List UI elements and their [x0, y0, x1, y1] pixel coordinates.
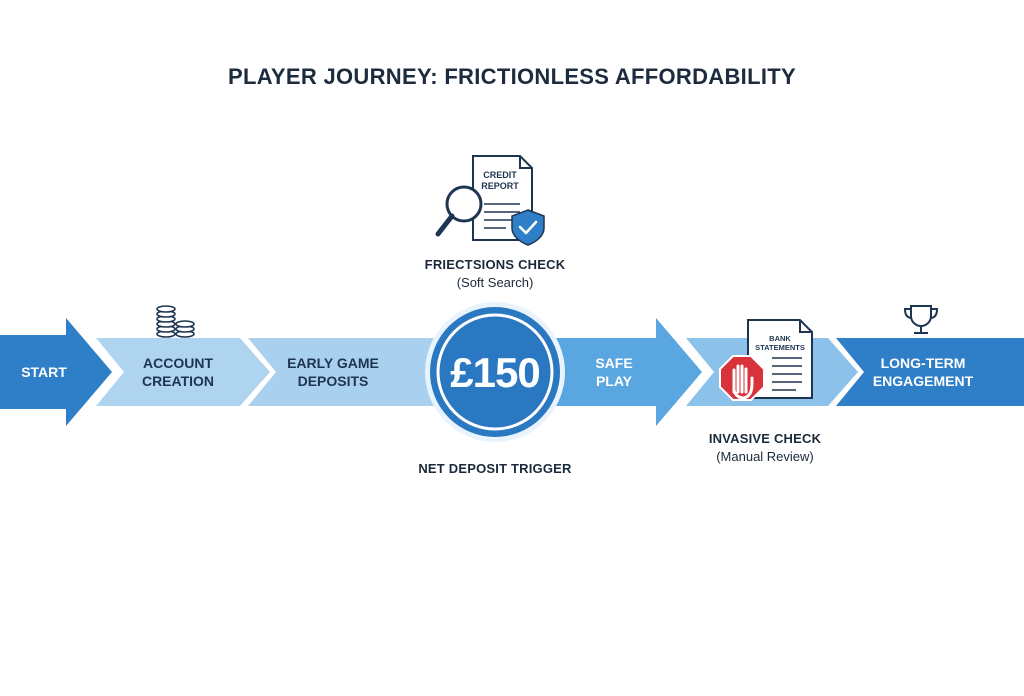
stop-hand-icon: [719, 355, 765, 401]
arrow-safe-play: [548, 318, 702, 426]
invasive-check-title: INVASIVE CHECK: [708, 431, 822, 446]
arrow-start: [0, 318, 112, 426]
stage-early-line2: DEPOSITS: [297, 373, 369, 389]
coins-stack-icon: [156, 305, 195, 338]
arrow-early-deposits: [248, 338, 440, 406]
stage-label-long-term: LONG-TERM ENGAGEMENT: [868, 354, 978, 390]
stage-label-early-deposits: EARLY GAME DEPOSITS: [278, 354, 388, 390]
trigger-amount: £150: [450, 349, 540, 396]
stage-safe-line2: PLAY: [595, 373, 633, 389]
credit-report-line2: REPORT: [481, 181, 519, 191]
stage-early-line1: EARLY GAME: [287, 355, 379, 371]
stage-safe-line1: SAFE: [595, 355, 633, 371]
arrow-long-term: [836, 338, 1024, 406]
stage-label-account-creation: ACCOUNT CREATION: [128, 354, 228, 390]
invasive-check-subtitle: (Manual Review): [716, 449, 814, 464]
soft-check-title: FRIECTSIONS CHECK: [424, 257, 566, 272]
stage-label-safe-play: SAFE PLAY: [584, 354, 644, 390]
invasive-check-caption: INVASIVE CHECK (Manual Review): [680, 430, 850, 466]
trophy-icon: [903, 305, 939, 334]
stage-account-line1: ACCOUNT: [143, 355, 213, 371]
soft-check-caption: FRIECTSIONS CHECK (Soft Search): [400, 256, 590, 292]
shield-check-icon: [511, 209, 545, 246]
trigger-caption: NET DEPOSIT TRIGGER: [390, 460, 600, 478]
stage-start-line1: START: [21, 364, 67, 380]
credit-report-line1: CREDIT: [483, 170, 517, 180]
credit-report-label: CREDIT REPORT: [478, 170, 522, 192]
stage-account-line2: CREATION: [141, 373, 215, 389]
arrow-account-creation: [96, 338, 270, 406]
trigger-circle-outer: [430, 307, 560, 437]
trigger-caption-text: NET DEPOSIT TRIGGER: [418, 461, 572, 476]
stage-label-start: START: [6, 363, 82, 381]
trigger-circle-inner-ring: [436, 313, 554, 431]
bank-statements-label: BANK STATEMENTS: [752, 334, 808, 352]
diagram-title: PLAYER JOURNEY: FRICTIONLESS AFFORDABILI…: [228, 64, 796, 89]
bank-statements-line1: BANK: [769, 334, 791, 343]
stage-long-line1: LONG-TERM: [880, 355, 966, 371]
stage-long-line2: ENGAGEMENT: [872, 373, 974, 389]
soft-check-subtitle: (Soft Search): [456, 275, 534, 290]
bank-statements-line2: STATEMENTS: [755, 343, 805, 352]
